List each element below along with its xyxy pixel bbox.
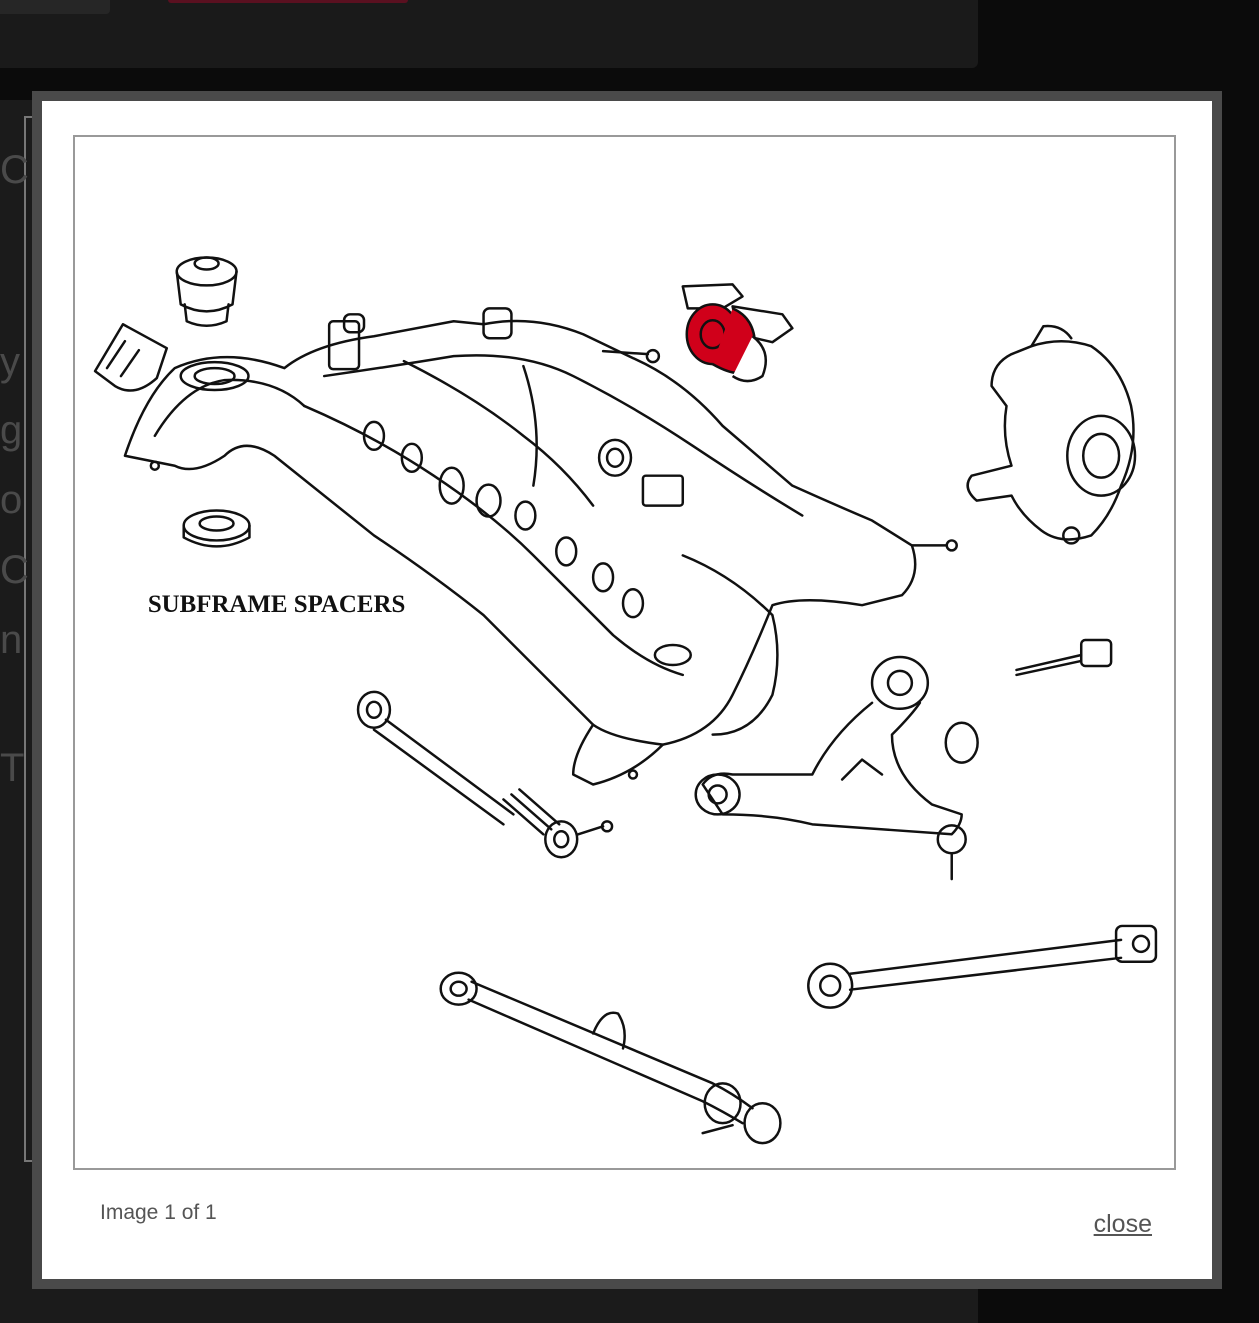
lower-control-arm xyxy=(439,971,782,1145)
suspension-diagram: SUBFRAME SPACERS xyxy=(93,256,1158,1145)
subframe-spacer-top xyxy=(175,256,238,328)
subframe-body xyxy=(123,307,958,786)
background-text-fragment: o xyxy=(0,478,23,522)
adjustable-link xyxy=(356,690,614,859)
highlighted-bushing xyxy=(681,283,794,383)
rear-knuckle xyxy=(966,324,1137,545)
background-accent-bar xyxy=(168,0,408,3)
background-text-fragment: T xyxy=(0,746,25,790)
lightbox-dialog: SUBFRAME SPACERS Image 1 of 1 close xyxy=(32,91,1222,1289)
subframe-spacers-label: SUBFRAME SPACERS xyxy=(148,591,405,618)
subframe-spacer-ring xyxy=(182,509,251,548)
background-text-fragment: n xyxy=(0,618,23,662)
lower-link-right xyxy=(807,924,1158,1009)
upper-control-arm xyxy=(694,655,967,881)
background-top-bar xyxy=(0,0,978,68)
background-text-fragment: C xyxy=(0,148,29,192)
background-tab xyxy=(0,0,110,14)
close-link[interactable]: close xyxy=(1093,1210,1152,1238)
image-counter: Image 1 of 1 xyxy=(100,1201,217,1224)
background-text-fragment: y xyxy=(0,340,20,384)
bolt xyxy=(1015,638,1113,677)
lightbox-image: SUBFRAME SPACERS xyxy=(73,135,1176,1170)
background-panel-edge xyxy=(24,116,34,1162)
background-text-fragment: C xyxy=(0,548,29,592)
background-text-fragment: g xyxy=(0,408,23,452)
small-bushing xyxy=(944,721,979,764)
